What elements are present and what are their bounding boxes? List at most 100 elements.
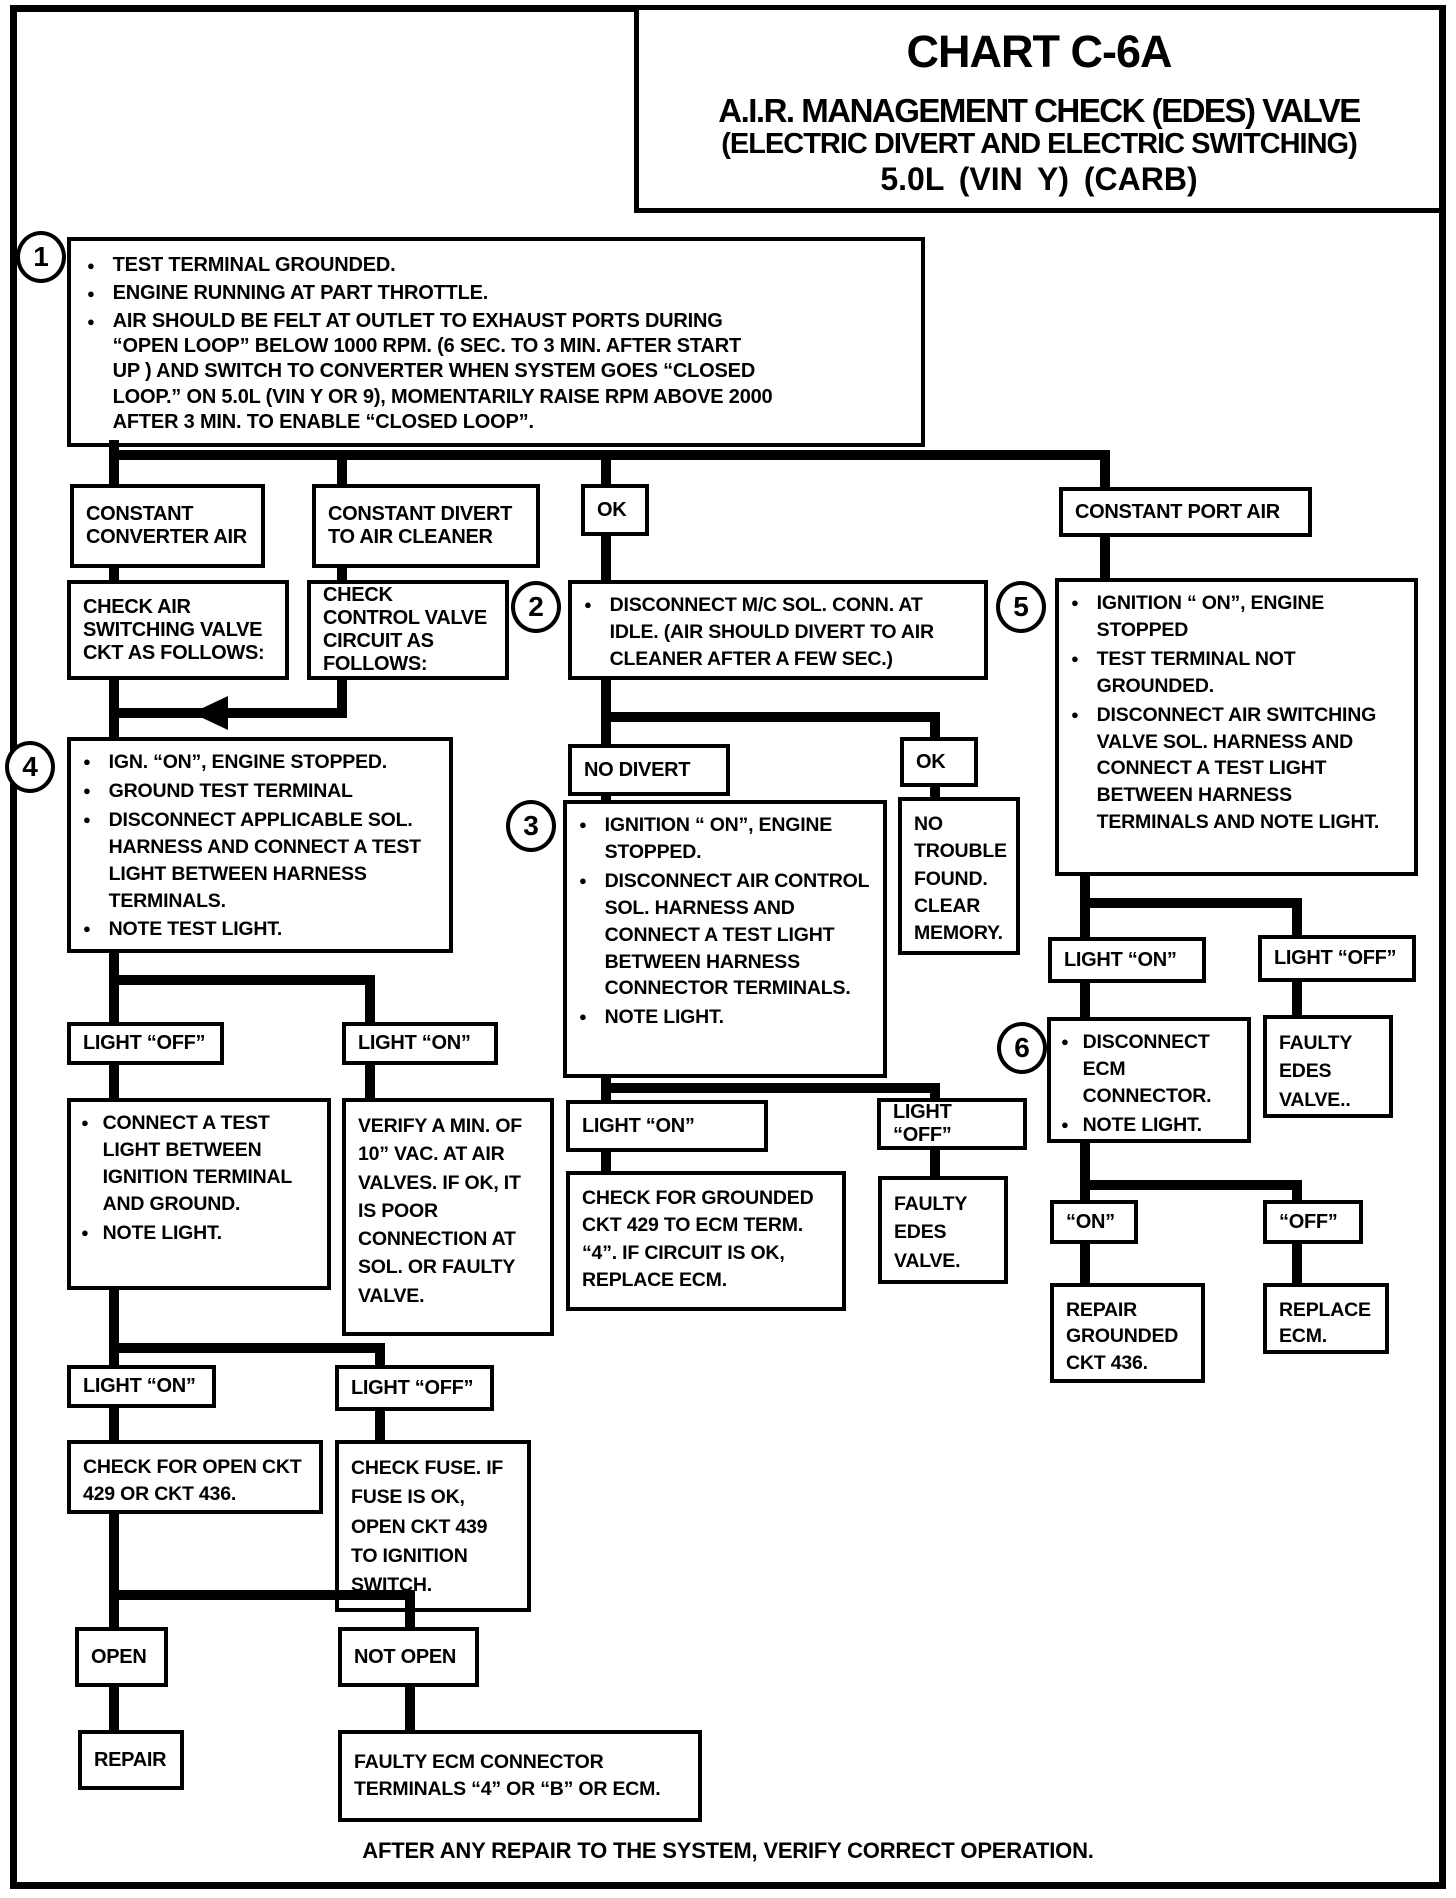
step-badge-4: 4 (5, 741, 55, 793)
bullet-icon: ● (1061, 1116, 1069, 1132)
step3-bullet-2: DISCONNECT AIR CONTROL SOL. HARNESS AND … (604, 869, 869, 1000)
step1-bullet-3: AIR SHOULD BE FELT AT OUTLET TO EXHAUST … (112, 310, 773, 433)
step4-bullet-4: NOTE TEST LIGHT. (108, 918, 283, 941)
step4-bullet-3: DISCONNECT APPLICABLE SOL. HARNESS AND C… (108, 808, 421, 912)
title-box: CHART C-6A A.I.R. MANAGEMENT CHECK (EDES… (634, 5, 1444, 213)
faulty-edes-valve-mid-box: FAULTY EDES VALVE. (878, 1176, 1008, 1284)
box-label: CHECK CONTROL VALVE CIRCUIT AS FOLLOWS: (323, 584, 487, 675)
bullet-icon: ● (83, 782, 91, 798)
connector (109, 1353, 119, 1365)
connector (337, 460, 347, 484)
merge-arrow-icon (192, 696, 228, 730)
connector (109, 568, 119, 580)
step1-instructions-box: ●TEST TERMINAL GROUNDED. ●ENGINE RUNNING… (67, 237, 925, 447)
connector (109, 975, 375, 985)
step-badge-1: 1 (16, 231, 66, 283)
connector (365, 985, 375, 1022)
connector (337, 568, 347, 580)
no-trouble-found-box: NO TROUBLE FOUND. CLEAR MEMORY. (898, 797, 1020, 955)
connector (1080, 898, 1302, 908)
bullet-icon: ● (1061, 1034, 1069, 1049)
step4-box: ●IGN. “ON”, ENGINE STOPPED. ●GROUND TEST… (67, 737, 453, 953)
connect-test-light-bullet-2: NOTE LIGHT. (102, 1221, 222, 1244)
check-grounded-ckt429-box: CHECK FOR GROUNDED CKT 429 TO ECM TERM. … (566, 1171, 846, 1311)
replace-ecm-box: REPLACE ECM. (1263, 1283, 1389, 1354)
connector (601, 1152, 611, 1171)
bullet-icon: ● (584, 597, 592, 612)
connector (1080, 1180, 1302, 1190)
branch-label: CONSTANT CONVERTER AIR (86, 503, 247, 548)
step1-bullet-1: TEST TERMINAL GROUNDED. (112, 254, 396, 276)
step5-bullet-1: IGNITION “ ON”, ENGINE STOPPED (1096, 592, 1325, 641)
bullet-icon: ● (87, 258, 95, 273)
bullet-icon: ● (87, 314, 95, 329)
connector (109, 953, 119, 985)
connector (601, 460, 611, 484)
branch-label: CONSTANT PORT AIR (1075, 500, 1280, 523)
step-badge-5: 5 (996, 581, 1046, 633)
result-label: NO DIVERT (584, 758, 691, 781)
connector (601, 536, 611, 580)
ok-result-label: OK (900, 737, 978, 787)
result-label: LIGHT “OFF” (83, 1032, 206, 1054)
connector (1292, 908, 1302, 935)
connector (405, 1687, 415, 1730)
branch-constant-divert-to-air-cleaner: CONSTANT DIVERT TO AIR CLEANER (312, 484, 540, 568)
connector (1080, 983, 1090, 1017)
connector (601, 722, 611, 744)
connector (109, 1065, 119, 1098)
bullet-icon: ● (579, 817, 587, 832)
bullet-icon: ● (81, 1224, 89, 1240)
connector (601, 712, 940, 722)
check-fuse-box: CHECK FUSE. IF FUSE IS OK, OPEN CKT 439 … (335, 1440, 531, 1612)
branch-constant-converter-air: CONSTANT CONVERTER AIR (70, 484, 265, 568)
chart-subtitle-3: 5.0L (VIN Y) (CARB) (880, 160, 1198, 197)
connector (109, 1408, 119, 1440)
connector (109, 985, 119, 1022)
faulty-ecm-connector-box: FAULTY ECM CONNECTOR TERMINALS “4” OR “B… (338, 1730, 702, 1822)
branch-ok: OK (581, 484, 649, 536)
step-badge-6: 6 (997, 1022, 1047, 1074)
result-label: REPAIR (94, 1748, 167, 1771)
result-label: OPEN (91, 1645, 147, 1668)
step3-box: ●IGNITION “ ON”, ENGINE STOPPED. ●DISCON… (563, 800, 887, 1078)
connector (109, 1290, 119, 1353)
step-badge-3: 3 (506, 800, 556, 852)
connector (1100, 537, 1110, 578)
connector (1080, 1143, 1090, 1190)
bullet-icon: ● (81, 1115, 89, 1130)
on-result-label: “ON” (1050, 1200, 1138, 1244)
result-label: LIGHT “OFF” (893, 1101, 952, 1146)
connector (930, 1150, 940, 1176)
step5-bullet-2: TEST TERMINAL NOT GROUNDED. (1096, 647, 1296, 697)
connector (109, 680, 119, 740)
bullet-icon: ● (579, 1009, 587, 1025)
connector (109, 1600, 119, 1627)
box-label: CHECK AIR SWITCHING VALVE CKT AS FOLLOWS… (83, 595, 265, 664)
repair-box: REPAIR (78, 1730, 184, 1790)
connector (1292, 982, 1302, 1015)
light-off-mid-label: LIGHT “OFF” (877, 1098, 1027, 1150)
result-label: LIGHT “ON” (582, 1114, 695, 1137)
connector (1080, 1244, 1090, 1283)
not-open-result-label: NOT OPEN (338, 1627, 479, 1687)
connector (1292, 1190, 1302, 1200)
branch-label: OK (597, 498, 627, 521)
connector (930, 1093, 940, 1098)
bullet-icon: ● (83, 811, 91, 827)
bullet-icon: ● (1071, 706, 1079, 722)
bullet-icon: ● (1071, 595, 1079, 610)
result-label: LIGHT “ON” (83, 1375, 196, 1397)
step4-bullet-1: IGN. “ON”, ENGINE STOPPED. (108, 751, 388, 773)
step6-bullet-1: DISCONNECT ECM CONNECTOR. (1082, 1031, 1212, 1107)
connect-test-light-bullet-1: CONNECT A TEST LIGHT BETWEEN IGNITION TE… (102, 1112, 292, 1215)
connector (375, 1353, 385, 1365)
connector (365, 1065, 375, 1098)
bullet-icon: ● (579, 872, 587, 888)
connector (1080, 908, 1090, 937)
step5-bullet-3: DISCONNECT AIR SWITCHING VALVE SOL. HARN… (1096, 703, 1380, 834)
repair-grounded-ckt436-box: REPAIR GROUNDED CKT 436. (1050, 1283, 1205, 1383)
branch-constant-port-air: CONSTANT PORT AIR (1059, 487, 1312, 537)
connector (1080, 1190, 1090, 1200)
